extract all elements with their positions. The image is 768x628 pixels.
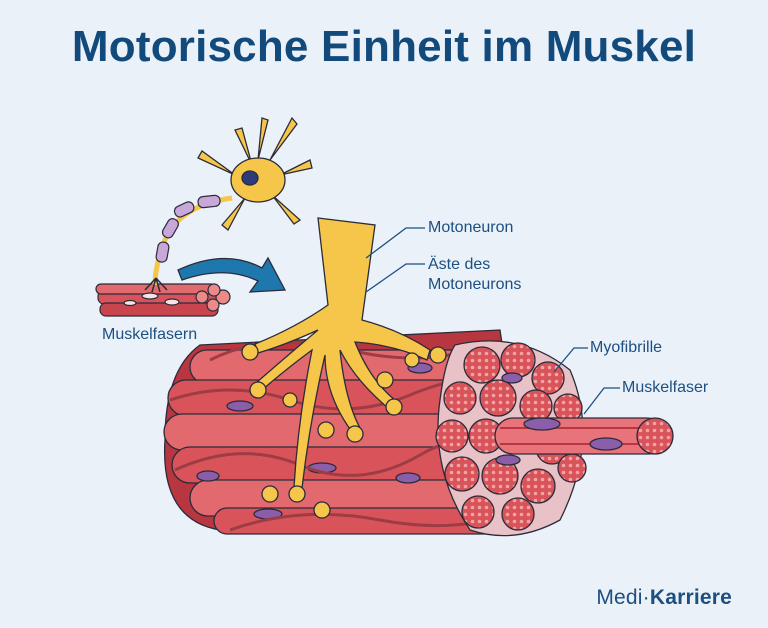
motor-neuron-branches <box>241 217 447 519</box>
page-title: Motorische Einheit im Muskel <box>71 22 697 71</box>
neuron-cell <box>197 116 313 232</box>
brand-logo: Medi·Karriere <box>596 586 732 610</box>
label-aeste-line1: Äste des <box>428 256 491 273</box>
brand-part2: Karriere <box>649 586 732 609</box>
single-muscle-fiber <box>494 417 674 455</box>
leader-lines <box>365 227 620 415</box>
label-myofibrille: Myofibrille <box>590 339 663 356</box>
label-aeste-line2: Motoneurons <box>428 276 522 293</box>
brand-part1: Medi <box>596 586 643 609</box>
small-fiber-bundle <box>95 283 231 317</box>
axon <box>144 194 233 293</box>
label-muskelfaser: Muskelfaser <box>622 379 709 396</box>
arrow-icon <box>177 256 287 293</box>
brand-separator: · <box>642 586 650 609</box>
label-muskelfasern: Muskelfasern <box>102 326 198 343</box>
label-motoneuron: Motoneuron <box>428 219 514 236</box>
